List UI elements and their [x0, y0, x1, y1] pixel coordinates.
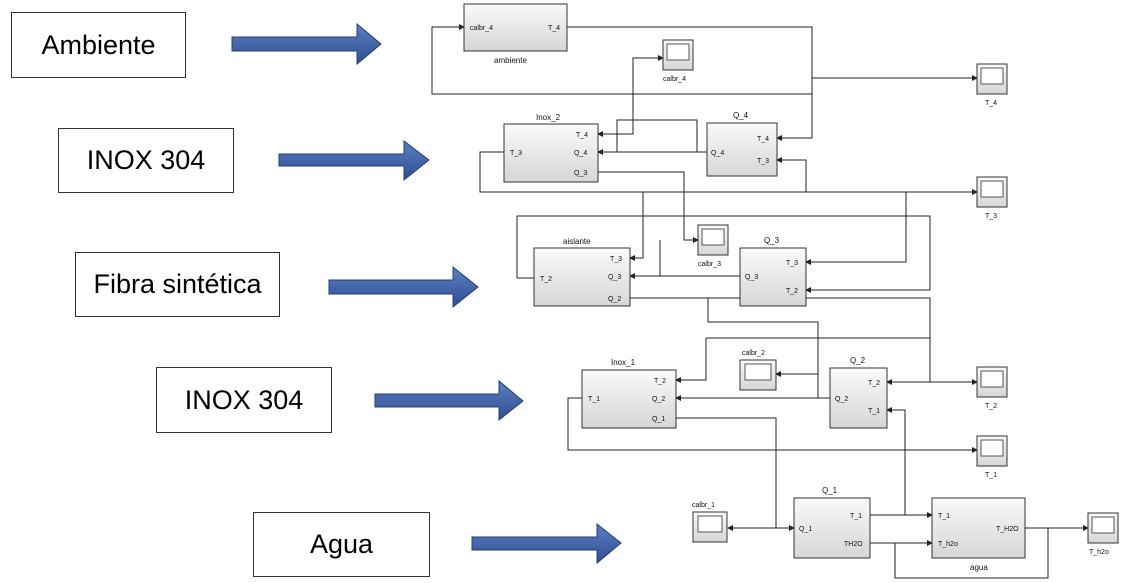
label-inox-bottom-text: INOX 304	[184, 384, 304, 415]
scope-t-h2o[interactable]: T_h2o	[1087, 512, 1119, 556]
block-agua[interactable]: T_1 T_h2o T_H2O agua	[931, 497, 1026, 572]
port-out: Q_4	[574, 150, 587, 157]
scope-calbr-4[interactable]: calbr_4	[662, 39, 694, 83]
label-agua-text: Agua	[309, 529, 374, 559]
label-inox-top-text: INOX 304	[86, 145, 206, 175]
block-q-4[interactable]: Q_4 Q_4 T_4 T_3	[706, 111, 778, 177]
scope-t-3[interactable]: T_3	[976, 176, 1008, 220]
arrow-inox-bottom-icon	[374, 379, 524, 422]
block-inox-1[interactable]: Inox_1 T_1 T_2 Q_2 Q_1	[581, 358, 677, 429]
port-in: T_2	[540, 276, 552, 283]
block-title: Q_2	[850, 356, 866, 365]
block-ambiente[interactable]: calbr_4 T_4 ambiente	[463, 3, 568, 65]
scope-t-1[interactable]: T_1	[976, 435, 1008, 479]
block-q-2[interactable]: Q_2 Q_2 T_2 T_1	[829, 356, 888, 429]
scope-label: calbr_4	[663, 76, 686, 83]
scope-calbr-3[interactable]: calbr_3	[697, 224, 729, 268]
port-out: Q_1	[652, 416, 665, 423]
port-out: T_2	[654, 378, 666, 385]
block-q-3[interactable]: Q_3 Q_3 T_3 T_2	[739, 236, 807, 307]
port-in: Q_1	[799, 526, 812, 533]
port-in: Q_4	[711, 150, 724, 157]
port-out: T_1	[868, 408, 880, 415]
scope-label: T_4	[985, 100, 997, 107]
big-arrows	[231, 22, 622, 565]
scope-calbr-2[interactable]: calbr_2	[739, 350, 777, 391]
label-agua: Agua	[253, 512, 430, 577]
port-calbr4: calbr_4	[470, 25, 493, 32]
scope-label: calbr_1	[692, 502, 715, 509]
port-out: T_3	[757, 158, 769, 165]
port-in: Q_2	[835, 396, 848, 403]
port-out: Q_2	[608, 296, 621, 303]
block-title: aislante	[563, 237, 591, 246]
scope-calbr-1[interactable]: calbr_1	[692, 502, 728, 543]
block-title: Q_4	[733, 111, 749, 120]
port-out: T_3	[786, 260, 798, 267]
arrow-inox-top-icon	[278, 139, 430, 182]
block-inox-2[interactable]: Inox_2 T_3 T_4 Q_4 Q_3	[503, 113, 599, 183]
port-t4: T_4	[548, 25, 560, 32]
port-out: TH2O	[844, 541, 863, 548]
block-title: agua	[970, 563, 988, 572]
port-out: T_2	[786, 288, 798, 295]
arrow-agua-icon	[471, 522, 622, 565]
block-aislante[interactable]: aislante T_2 T_3 Q_3 Q_2	[533, 237, 631, 307]
block-q-1[interactable]: Q_1 Q_1 T_1 TH2O	[793, 486, 871, 559]
port-in: T_1	[938, 513, 950, 520]
scope-label: T_1	[985, 472, 997, 479]
block-title: ambiente	[494, 56, 527, 65]
scope-label: T_3	[985, 213, 997, 220]
port-out: T_4	[576, 132, 588, 139]
label-ambiente-text: Ambiente	[41, 29, 156, 60]
port-out: T_4	[757, 136, 769, 143]
arrow-ambiente-icon	[231, 22, 382, 66]
port-out: T_1	[850, 513, 862, 520]
scope-label: calbr_2	[742, 350, 765, 357]
port-out: T_3	[610, 256, 622, 263]
port-out: Q_3	[574, 170, 587, 177]
port-in: Q_3	[745, 274, 758, 281]
scope-label: calbr_3	[698, 261, 721, 268]
port-out: T_H2O	[996, 526, 1019, 533]
block-title: Q_1	[822, 486, 838, 495]
label-ambiente: Ambiente	[11, 12, 186, 78]
block-title: Inox_1	[611, 358, 636, 367]
scope-t-2[interactable]: T_2	[976, 366, 1008, 410]
block-title: Q_3	[764, 236, 780, 245]
port-in: T_1	[588, 396, 600, 403]
scope-label: T_2	[985, 403, 997, 410]
block-title: Inox_2	[536, 113, 561, 122]
port-out: T_2	[868, 380, 880, 387]
port-out: Q_2	[652, 396, 665, 403]
label-inox-304-bottom: INOX 304	[156, 367, 332, 433]
scope-t-4[interactable]: T_4	[976, 63, 1008, 107]
label-inox-304-top: INOX 304	[58, 128, 234, 193]
port-in: T_h2o	[938, 541, 958, 548]
port-out: Q_3	[608, 274, 621, 281]
scope-label: T_h2o	[1089, 549, 1109, 556]
arrow-fibra-icon	[328, 265, 479, 309]
label-fibra-sintetica: Fibra sintética	[75, 252, 280, 317]
label-fibra-text: Fibra sintética	[93, 269, 262, 299]
port-in: T_3	[510, 150, 522, 157]
